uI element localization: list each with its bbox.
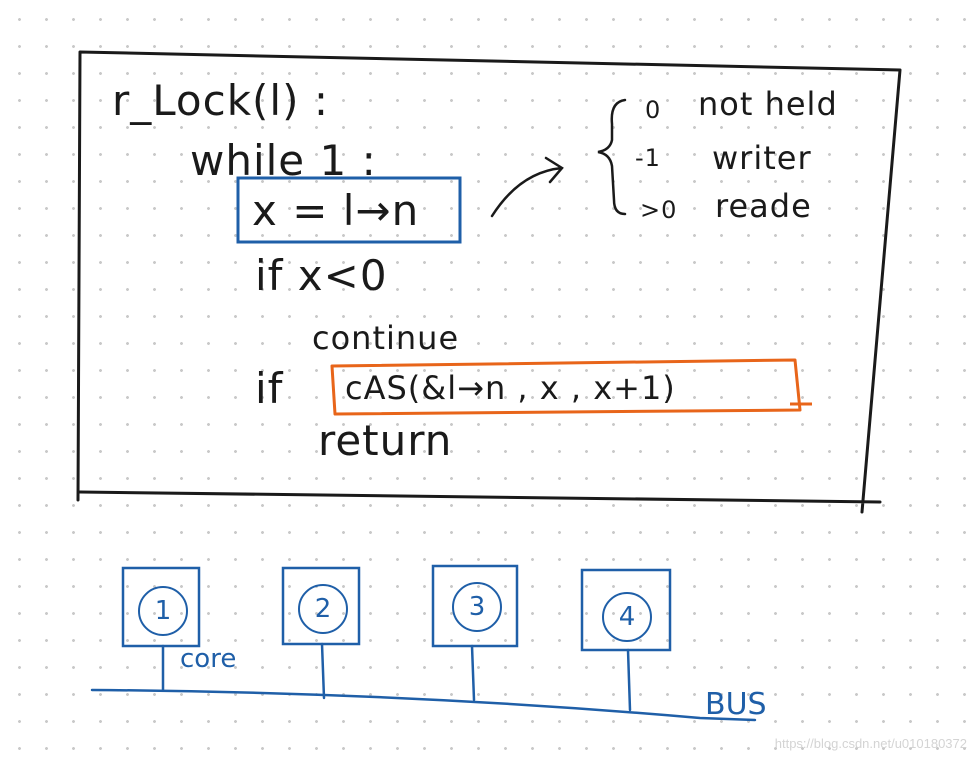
core-connectors bbox=[161, 642, 632, 712]
legend-brace bbox=[597, 98, 627, 216]
bus-line bbox=[90, 688, 757, 722]
cas-highlight-box bbox=[330, 358, 812, 416]
legend-value-2: >0 bbox=[640, 196, 678, 224]
legend-value-0: 0 bbox=[645, 96, 662, 124]
read-highlight-box bbox=[236, 176, 462, 244]
legend-meaning-1: writer bbox=[712, 139, 812, 177]
core-box-3 bbox=[431, 564, 519, 648]
return-statement: return bbox=[318, 416, 453, 465]
read-value-line: x = l→n bbox=[252, 186, 420, 235]
core-number-2: 2 bbox=[298, 584, 348, 634]
core-label: core bbox=[180, 644, 237, 674]
legend-arrow bbox=[490, 156, 564, 218]
function-signature: r_Lock(l) : bbox=[112, 76, 329, 125]
cas-if-keyword: if bbox=[255, 364, 284, 413]
negative-check-line: if x<0 bbox=[255, 251, 388, 300]
continue-statement: continue bbox=[312, 319, 460, 357]
while-loop-line: while 1 : bbox=[190, 136, 377, 185]
watermark: https://blog.csdn.net/u010180372 bbox=[774, 736, 967, 751]
bus-label: BUS bbox=[705, 687, 767, 722]
core-number-4: 4 bbox=[602, 592, 652, 642]
core-box-1 bbox=[121, 566, 201, 648]
code-frame bbox=[76, 50, 902, 514]
core-number-1: 1 bbox=[138, 586, 188, 636]
legend-meaning-0: not held bbox=[698, 85, 838, 123]
core-box-4 bbox=[580, 568, 672, 652]
legend-value-1: -1 bbox=[635, 144, 661, 172]
legend-meaning-2: reade bbox=[715, 187, 812, 225]
cas-call: cAS(&l→n , x , x+1) bbox=[345, 369, 676, 407]
core-number-3: 3 bbox=[452, 582, 502, 632]
